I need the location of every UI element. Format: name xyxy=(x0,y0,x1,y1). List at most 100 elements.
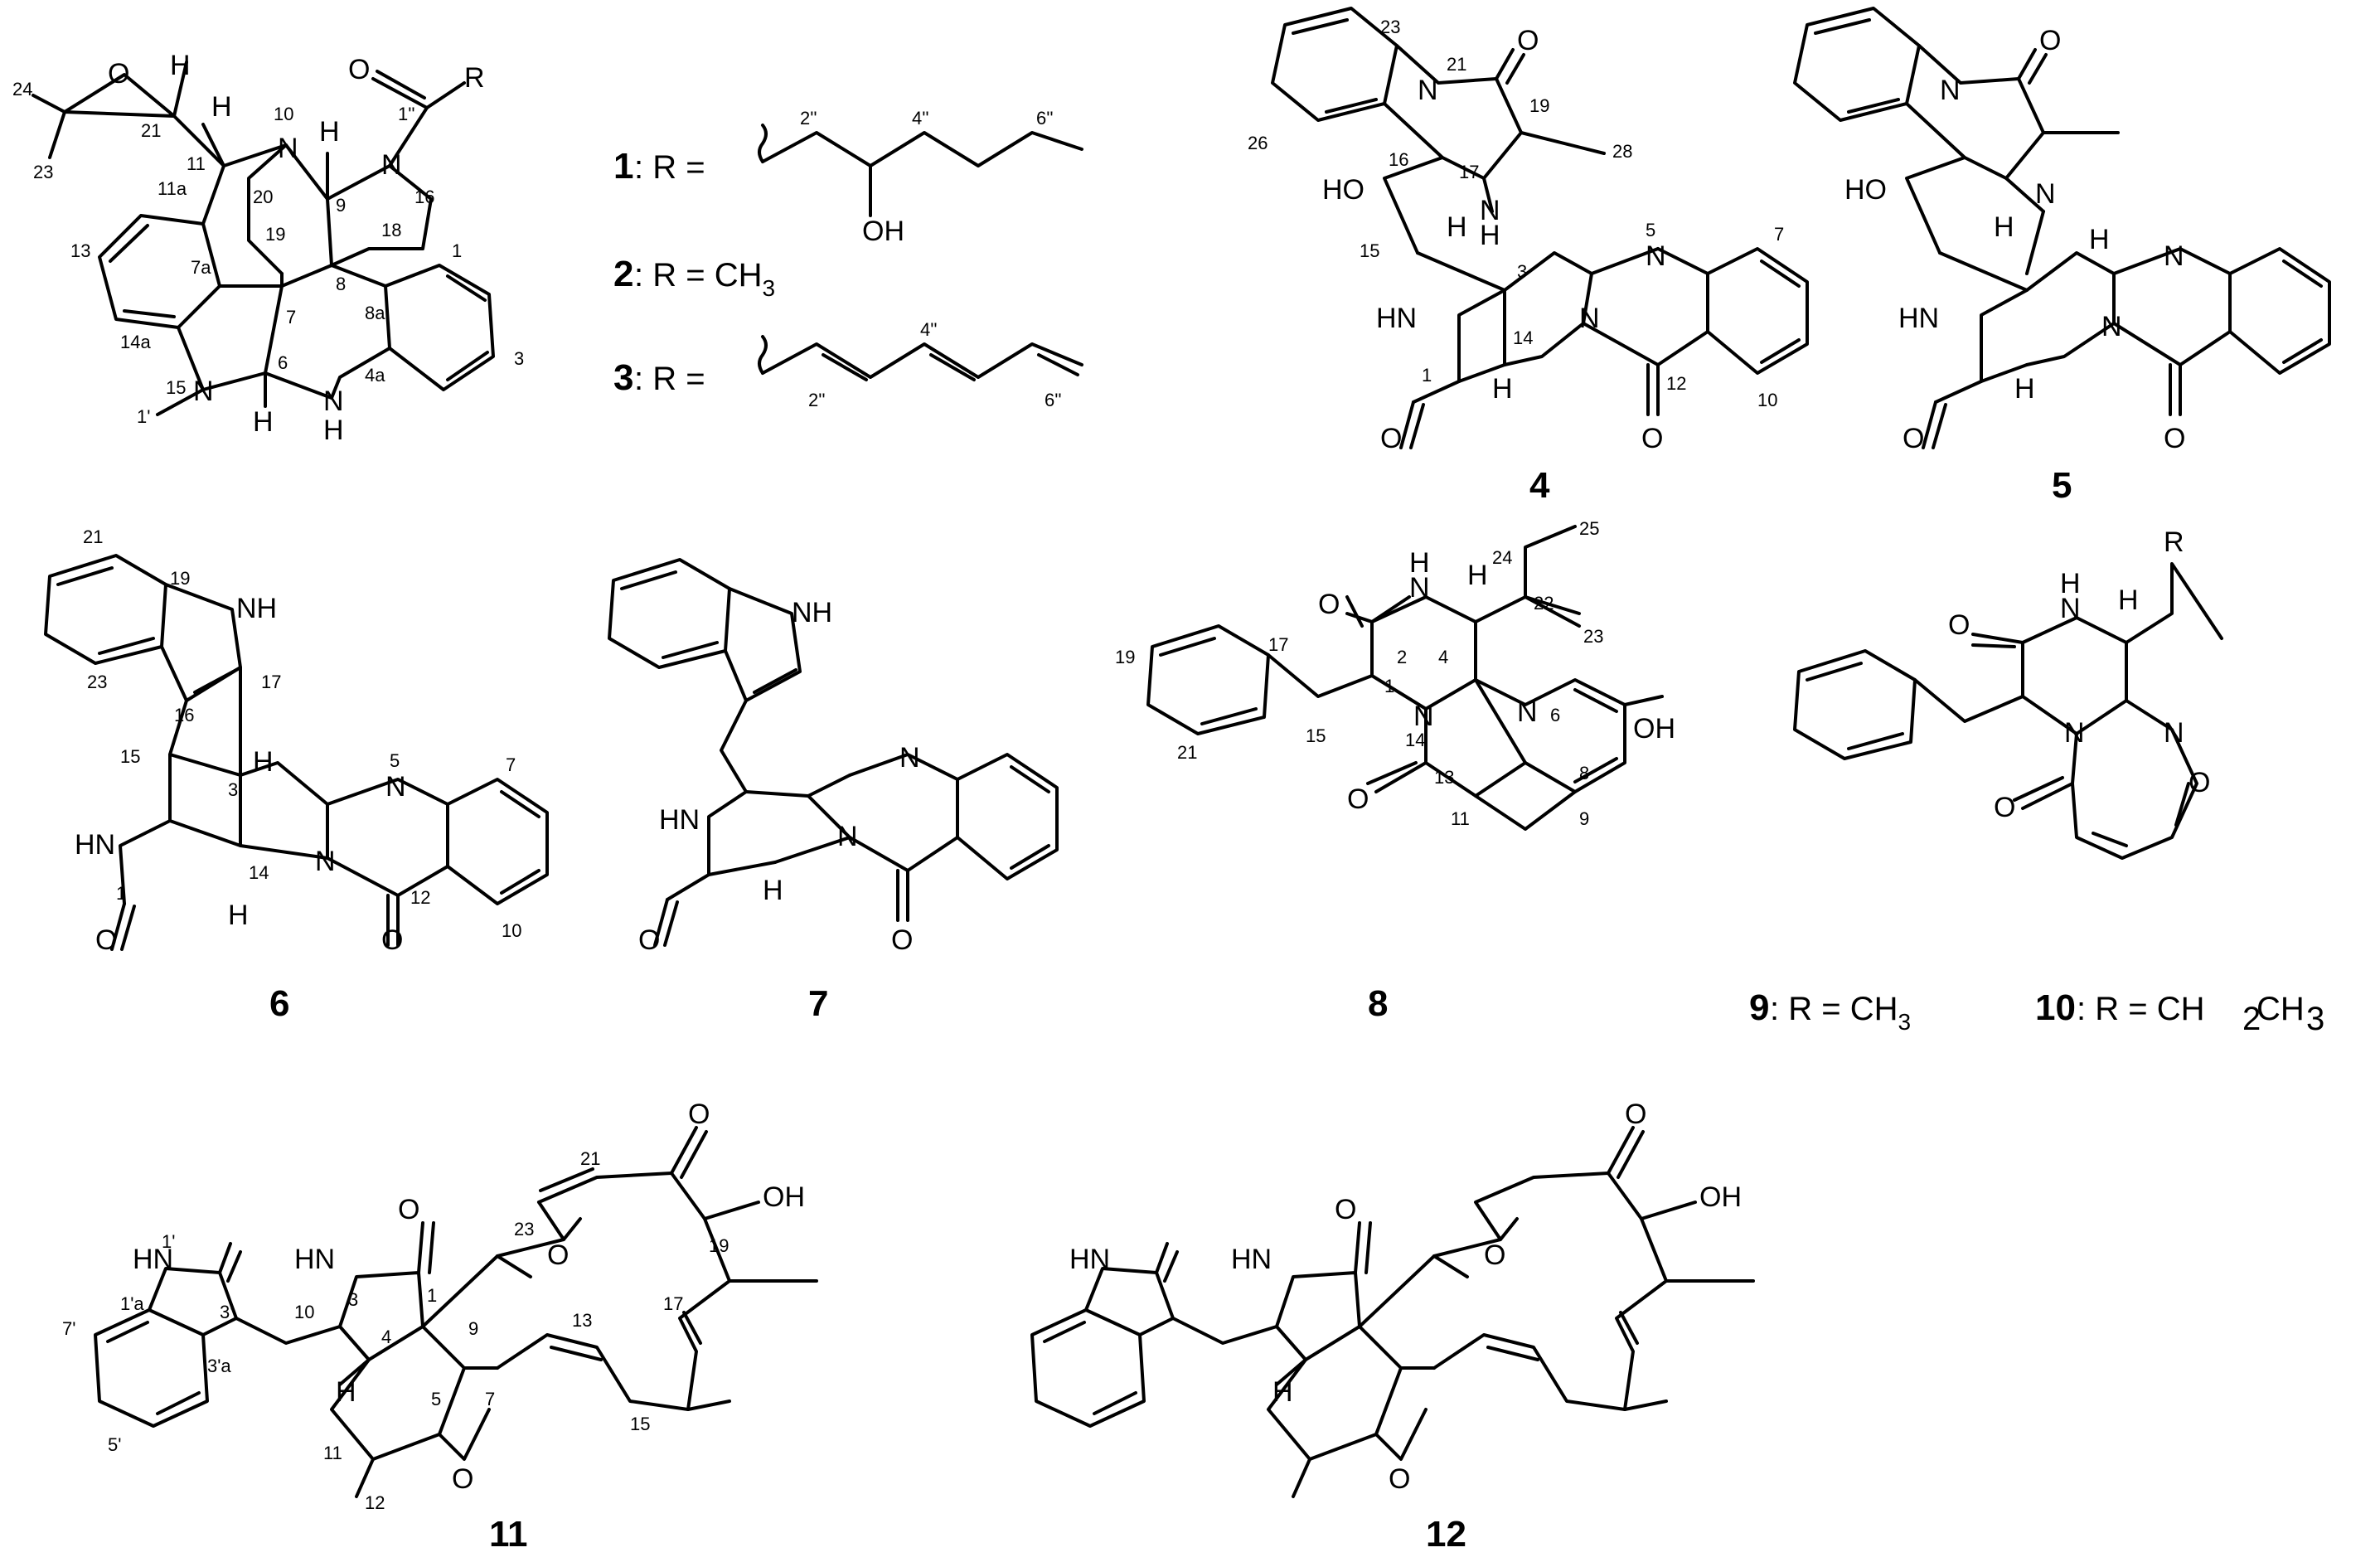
atom-o: O xyxy=(1335,1194,1356,1225)
atom-o: O xyxy=(688,1099,710,1130)
compound-label-3: 3 xyxy=(613,357,633,398)
structure-11-atoms: HN HN O O O OH H O xyxy=(133,1099,805,1495)
compound-label-5: 5 xyxy=(2052,465,2072,506)
structure-8-atoms: O N H H N N OH O xyxy=(1318,547,1675,815)
atom-o: O xyxy=(1948,609,1970,641)
locant: 19 xyxy=(709,1235,729,1256)
locant: 4 xyxy=(1438,647,1448,667)
atom-h: H xyxy=(1467,560,1488,591)
locant: 1 xyxy=(1422,365,1432,386)
atom-ho: HO xyxy=(1322,174,1365,206)
locant: 24 xyxy=(12,79,32,99)
compound-label-2: 2 xyxy=(613,254,633,294)
r-def-10-sub: 2 xyxy=(2242,1001,2261,1037)
locant: 23 xyxy=(33,162,53,182)
structure-11 xyxy=(94,1126,818,1498)
atom-h: H xyxy=(336,1376,356,1408)
locant: 4'' xyxy=(912,108,929,129)
locant: 4a xyxy=(365,365,385,386)
locant: 19 xyxy=(170,568,190,589)
compound-label-11: 11 xyxy=(489,1514,528,1555)
locant: 5 xyxy=(431,1389,441,1409)
locant: 5 xyxy=(390,750,400,771)
locant: 16 xyxy=(414,187,434,207)
locant: 21 xyxy=(1177,742,1197,763)
atom-n: N xyxy=(2060,593,2081,624)
locant: 23 xyxy=(1583,626,1603,647)
atom-hn: HN xyxy=(1376,303,1417,334)
locant: 26 xyxy=(1248,133,1268,153)
locant: 21 xyxy=(580,1148,600,1169)
locant: 24 xyxy=(1492,547,1512,568)
locant: 4 xyxy=(381,1327,391,1347)
atom-h: H xyxy=(2118,585,2139,616)
locant: 13 xyxy=(572,1310,592,1331)
structure-5-atoms: N O HO H N H N HN N H O O xyxy=(1844,25,2185,454)
structure-4-atoms: N O HO H N H N HN N H O O xyxy=(1322,25,1666,454)
structure-6 xyxy=(44,554,549,951)
locant: 11 xyxy=(187,153,206,174)
locant: 28 xyxy=(1612,141,1632,162)
atom-o-epoxide: O xyxy=(108,58,129,90)
structure-7-atoms: NH N HN N H O O xyxy=(638,597,920,956)
atom-n: N xyxy=(315,846,336,877)
atom-n: N xyxy=(1579,303,1600,334)
atom-o: O xyxy=(891,924,913,956)
structure-9-10 xyxy=(1793,562,2223,860)
locant: 15 xyxy=(1360,240,1379,261)
structure-1-3 xyxy=(32,61,495,416)
locant: 22 xyxy=(1534,593,1554,614)
locant: 6 xyxy=(1550,705,1560,725)
locant: 17 xyxy=(261,672,281,692)
locant: 11 xyxy=(1451,808,1470,829)
compound-label-4: 4 xyxy=(1529,465,1550,506)
structure-6-atoms: NH H N HN N H O O xyxy=(75,593,406,956)
atom-n-nh: N xyxy=(323,386,344,417)
atom-r: R xyxy=(464,62,485,94)
atom-o: O xyxy=(95,924,117,956)
atom-h: H xyxy=(253,746,274,778)
locant: 2'' xyxy=(800,108,817,129)
compound-label-6: 6 xyxy=(269,983,289,1024)
atom-o: O xyxy=(1347,783,1369,815)
locant: 10 xyxy=(502,920,521,941)
atom-h: H xyxy=(228,900,249,931)
locant: 15 xyxy=(1306,725,1326,746)
locant: 25 xyxy=(1579,518,1599,539)
atom-o: O xyxy=(2039,25,2061,56)
atom-n: N xyxy=(1413,701,1434,732)
atom-n: N xyxy=(1940,75,1961,106)
locant: 7a xyxy=(191,257,211,278)
r-def-2: : R = CH3 xyxy=(634,257,775,301)
locant: 7 xyxy=(506,754,516,775)
locant: 9 xyxy=(1579,808,1589,829)
locant: 1'a xyxy=(120,1293,144,1314)
atom-hn: HN xyxy=(1898,303,1939,334)
locant: 10 xyxy=(294,1302,314,1322)
locant: 14a xyxy=(120,332,151,352)
locant: 1 xyxy=(452,240,462,261)
atom-n: N xyxy=(1517,696,1538,728)
atom-o-carbonyl: O xyxy=(348,54,370,85)
locant: 15 xyxy=(630,1414,650,1434)
atom-o: O xyxy=(1318,589,1340,620)
locant: 3 xyxy=(1517,261,1527,282)
atom-h-9: H xyxy=(319,116,340,148)
structure-11-locants: 1' 1'a 7' 3' 3'a 5' 10 3 4 1 23 21 19 9 … xyxy=(62,1148,729,1513)
atom-o: O xyxy=(381,924,403,956)
locant: 9 xyxy=(336,195,346,216)
atom-h: H xyxy=(1447,211,1467,243)
locant: 4'' xyxy=(920,319,938,340)
atom-n-15: N xyxy=(193,376,214,407)
atom-o: O xyxy=(1517,25,1539,56)
r-def-3: : R = xyxy=(634,361,705,397)
atom-o: O xyxy=(1903,423,1924,454)
atom-o: O xyxy=(547,1239,569,1271)
locant: 8a xyxy=(365,303,385,323)
locant: 16 xyxy=(1389,149,1408,170)
locant: 18 xyxy=(381,220,401,240)
locant: 21 xyxy=(83,526,103,547)
locant: 14 xyxy=(1513,327,1533,348)
structure-12 xyxy=(1030,1126,1755,1498)
